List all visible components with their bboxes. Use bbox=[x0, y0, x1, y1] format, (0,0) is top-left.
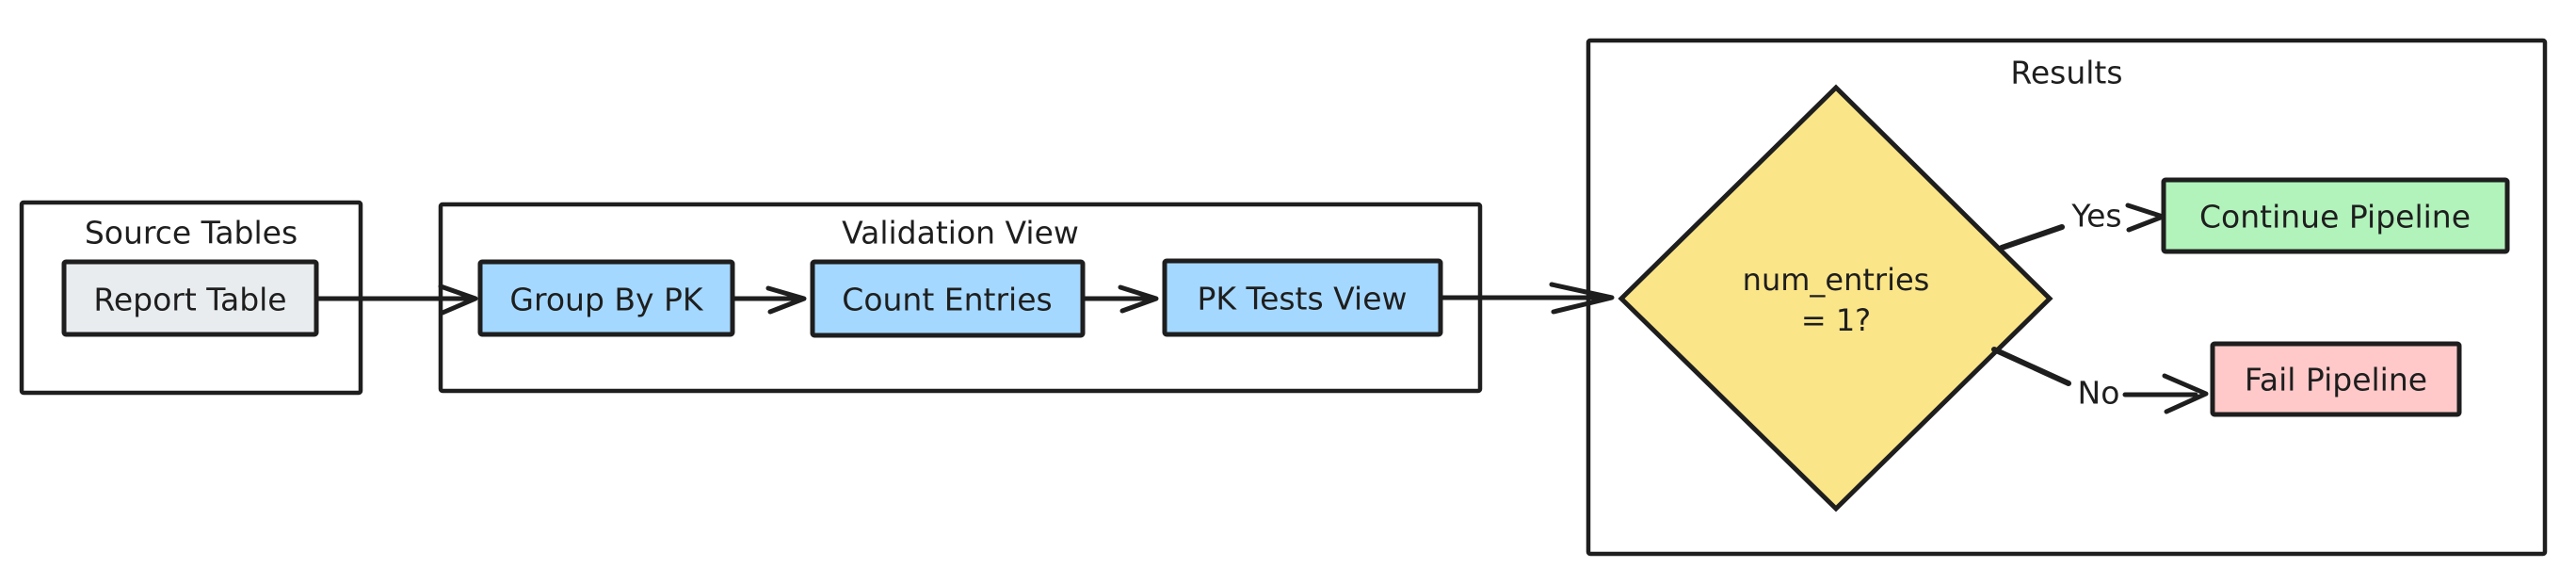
arrowhead-count-to-pktests-icon bbox=[1118, 284, 1159, 314]
fail-pipeline-label: Fail Pipeline bbox=[2245, 362, 2427, 398]
yes-branch-label: Yes bbox=[2070, 198, 2121, 235]
validation-view-title: Validation View bbox=[842, 215, 1079, 251]
arrowhead-yes-to-continue-icon bbox=[2125, 203, 2165, 233]
continue-pipeline-label: Continue Pipeline bbox=[2199, 199, 2471, 235]
arrowhead-groupby-to-count-icon bbox=[765, 285, 807, 315]
arrowhead-no-to-fail-icon bbox=[2162, 373, 2209, 414]
yes-branch-line bbox=[1999, 224, 2065, 251]
decision-diamond bbox=[1618, 84, 2053, 512]
group-by-pk-label: Group By PK bbox=[509, 282, 704, 318]
arrowhead-pktests-to-decision-icon bbox=[1549, 282, 1615, 315]
pk-tests-view-label: PK Tests View bbox=[1197, 281, 1407, 317]
decision-label-line2: = 1? bbox=[1801, 302, 1871, 338]
count-entries-label: Count Entries bbox=[842, 282, 1052, 318]
no-branch-label: No bbox=[2078, 375, 2120, 412]
arrowhead-report-to-groupby-icon bbox=[438, 284, 478, 316]
results-title: Results bbox=[2010, 55, 2122, 91]
no-branch-line bbox=[1991, 347, 2071, 386]
fail-pipeline-node bbox=[2210, 341, 2462, 417]
report-table-label: Report Table bbox=[93, 282, 286, 318]
decision-label-line1: num_entries bbox=[1743, 262, 1930, 298]
source-tables-title: Source Tables bbox=[85, 215, 298, 251]
